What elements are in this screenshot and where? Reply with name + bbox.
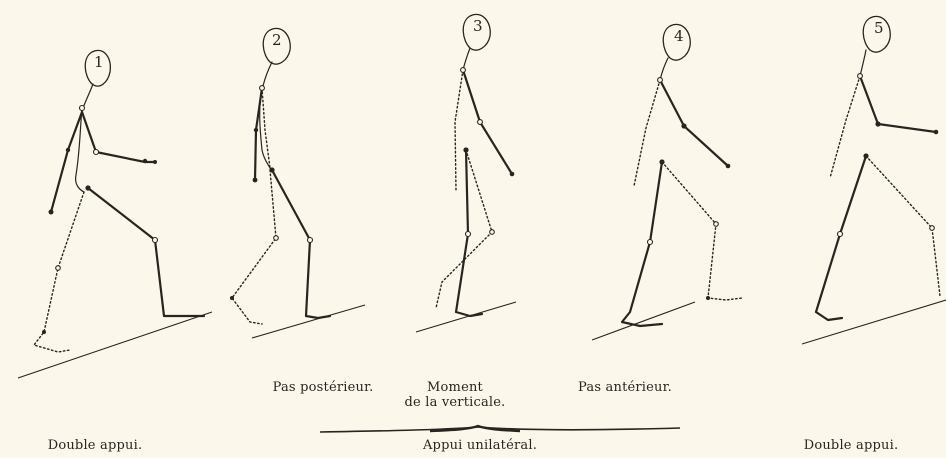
ground-line-2 [252,305,365,338]
figure-number-1: 1 [94,53,104,71]
figure-number-2: 2 [272,31,282,49]
leg-near-4 [622,162,662,326]
leg-far-2 [232,170,276,324]
arm-far-3 [455,70,463,190]
spine-5 [860,50,866,76]
leg-far-5 [866,156,940,296]
ground-line-1 [18,312,212,378]
leg-far-1 [34,192,84,352]
figure-3: 3 [416,14,516,332]
forearm-1 [82,112,155,162]
spine-1 [83,84,93,108]
caption-posterior-step: Pas postérieur. [268,380,378,395]
caption-moment-vertical: Moment de la verticale. [395,380,515,410]
caption-moment-line2: de la verticale. [395,395,515,410]
leg-far-4 [662,162,742,300]
caption-double-support-left: Double appui. [40,438,150,453]
ground-line-4 [592,302,695,340]
caption-double-support-right: Double appui. [796,438,906,453]
leg-far-3 [436,150,492,308]
arm-near-4 [660,80,728,166]
spine-4 [660,58,668,80]
caption-unilateral-support: Appui unilatéral. [415,438,545,453]
figure-number-3: 3 [473,17,483,35]
figure-number-5: 5 [874,19,884,37]
leg-near-5 [816,156,866,320]
ground-line-5 [802,300,946,344]
figure-5: 5 [802,16,946,344]
arm-near-5 [860,76,936,132]
leg-near-1 [88,188,204,316]
arm-far-4 [634,80,660,186]
caption-moment-line1: Moment [395,380,515,395]
ground-line-3 [416,302,516,332]
arm-far-5 [830,76,860,178]
spine-2 [263,62,272,86]
figure-4: 4 [592,24,742,340]
spine-3 [463,48,470,70]
caption-anterior-step: Pas antérieur. [570,380,680,395]
figure-2: 2 [230,28,365,338]
figure-number-4: 4 [674,27,684,45]
arm-near-3 [463,70,512,174]
leg-near-2 [272,170,330,318]
figure-1: 1 [18,50,212,378]
